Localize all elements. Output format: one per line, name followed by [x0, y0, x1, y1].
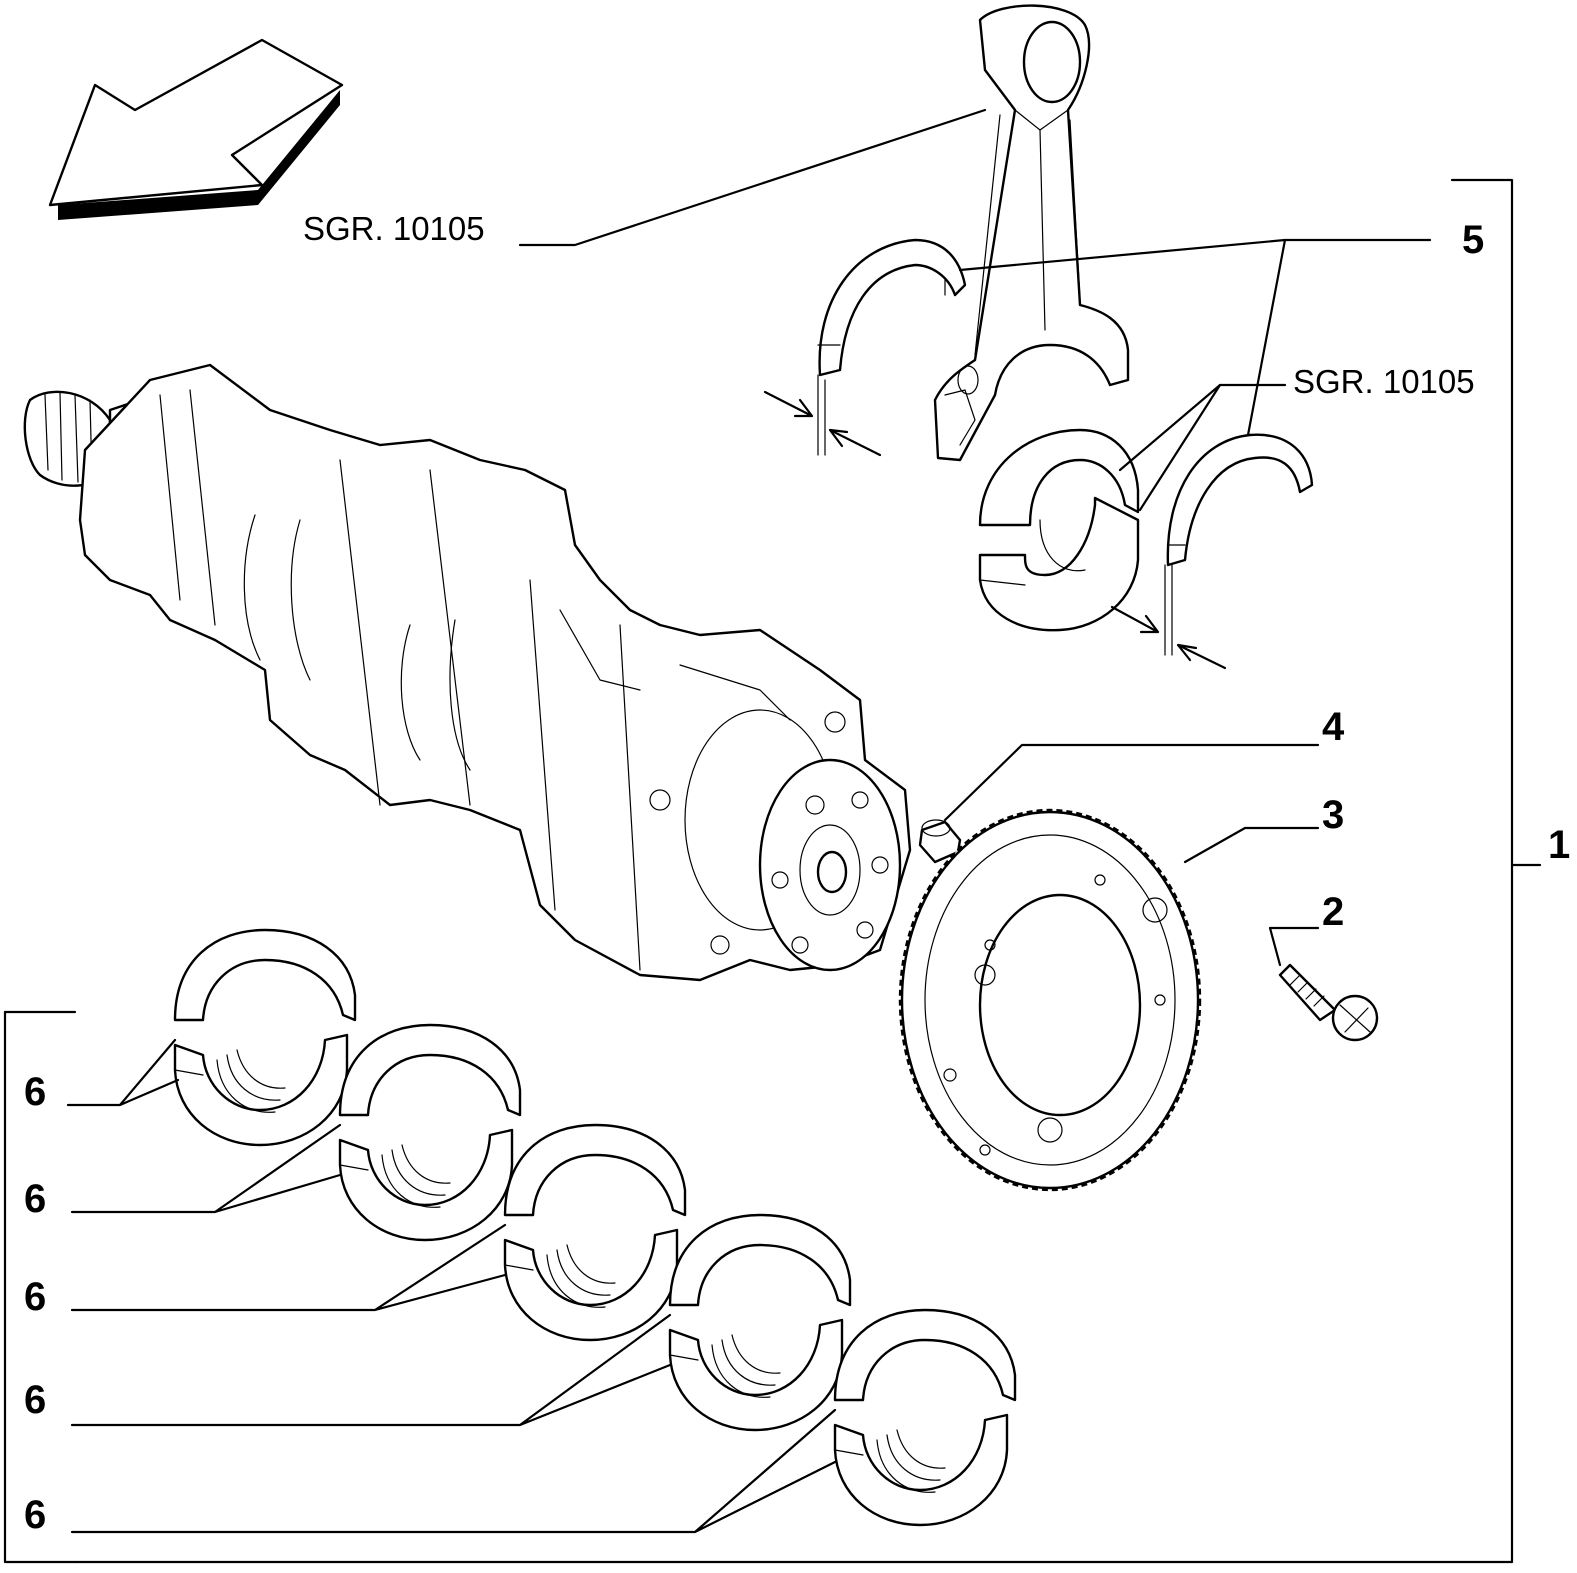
callout-6: 6 — [24, 1493, 46, 1537]
main-bearing-shell-1 — [173, 928, 357, 1147]
callout-5: 5 — [1462, 218, 1484, 262]
callout-2: 2 — [1322, 890, 1344, 934]
callout-6: 6 — [24, 1070, 46, 1114]
callout-1: 1 — [1548, 823, 1570, 867]
leader-lines — [66, 108, 1432, 1534]
conrod-reference-label: SGR. 10105 — [303, 210, 485, 247]
main-bearing-shell-4 — [668, 1213, 852, 1432]
callout-4: 4 — [1322, 705, 1345, 749]
callout-3: 3 — [1322, 793, 1344, 837]
thrust-washer-lower — [1110, 433, 1314, 670]
callout-6: 6 — [24, 1378, 46, 1422]
callout-6: 6 — [24, 1177, 46, 1221]
gear-bolt — [1278, 963, 1379, 1042]
assembly-bracket — [3, 178, 1542, 1564]
main-bearing-shell-3 — [503, 1123, 687, 1342]
connecting-rod — [933, 4, 1130, 462]
main-bearing-shell-5 — [833, 1308, 1017, 1527]
callout-6: 6 — [24, 1275, 46, 1319]
front-direction-arrow-icon — [48, 38, 344, 220]
crankshaft — [23, 363, 912, 982]
bearing-reference-label: SGR. 10105 — [1293, 363, 1475, 400]
timing-gear — [898, 808, 1202, 1192]
thrust-washer-upper — [763, 238, 967, 457]
conrod-bearing-shells — [978, 428, 1140, 632]
main-bearing-shell-2 — [338, 1023, 522, 1242]
